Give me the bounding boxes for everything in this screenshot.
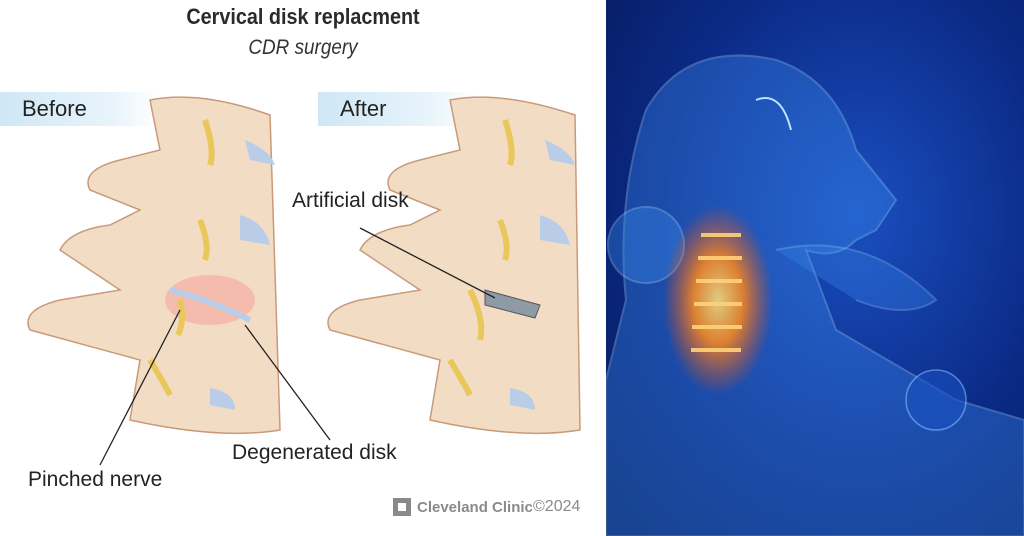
- degenerated-disk-label: Degenerated disk: [232, 441, 397, 464]
- cleveland-clinic-logo-icon: [393, 498, 411, 516]
- pinched-nerve-label: Pinched nerve: [28, 468, 163, 491]
- before-spine: [27, 96, 331, 466]
- after-spine: [327, 96, 581, 435]
- diagram-title: Cervical disk replacment: [186, 4, 420, 29]
- copyright: ©2024: [533, 498, 581, 515]
- cleveland-clinic-logo: Cleveland Clinic: [393, 498, 533, 516]
- spine-illustrations: [27, 96, 581, 466]
- neck-pain-photo: [606, 0, 1024, 536]
- cdr-illustration: Cervical disk replacment CDR surgery Bef…: [0, 4, 581, 516]
- diagram-subtitle: CDR surgery: [248, 36, 358, 59]
- brand-name: Cleveland Clinic: [417, 498, 533, 516]
- artificial-disk-label: Artificial disk: [292, 189, 409, 212]
- xray-figure: [606, 54, 1024, 536]
- before-label: Before: [0, 92, 160, 126]
